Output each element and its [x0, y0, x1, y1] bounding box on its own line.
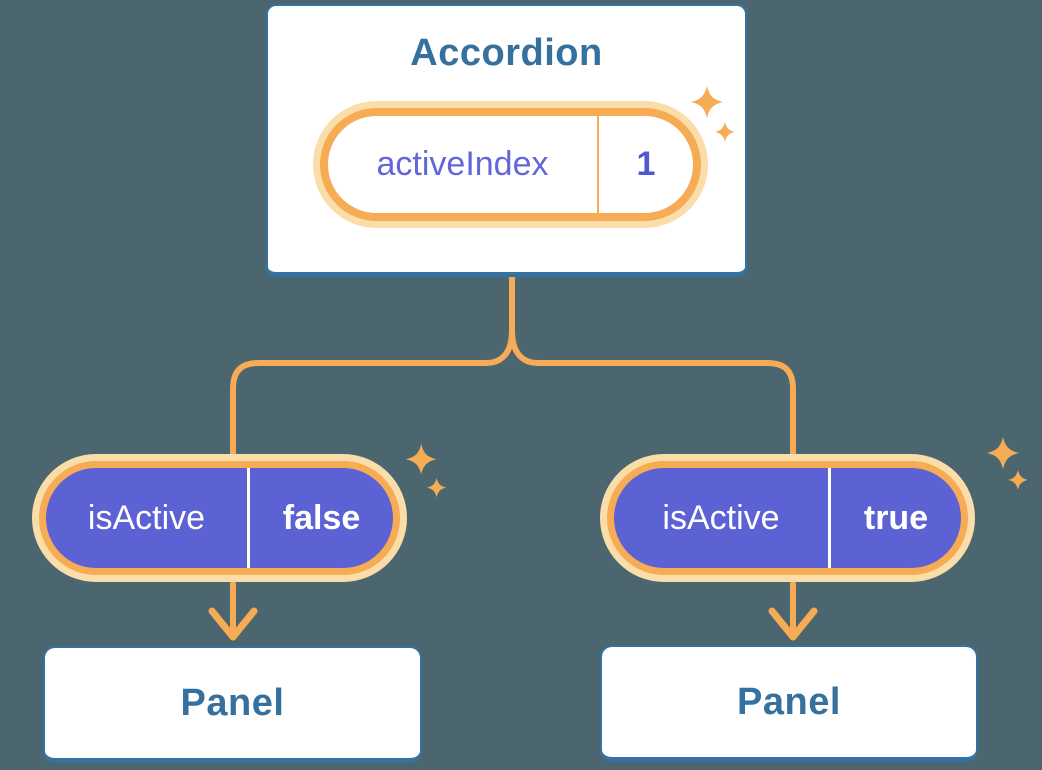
prop-value: true — [863, 498, 929, 537]
prop-pill-ring: isActive true — [607, 461, 968, 575]
arrow-down-icon — [768, 607, 818, 641]
prop-name-label: isActive — [87, 498, 206, 537]
state-value: 1 — [636, 145, 656, 183]
pill-divider — [597, 116, 599, 213]
panel-component-card-right: Panel — [600, 645, 978, 762]
sparkle-icon — [1008, 470, 1028, 490]
prop-pill-ring: isActive false — [39, 461, 400, 575]
panel-component-card-left: Panel — [43, 646, 422, 763]
state-pill: activeIndex 1 — [313, 101, 708, 228]
prop-pill-left: isActive false — [32, 454, 407, 582]
pill-divider — [247, 468, 250, 568]
component-title: Panel — [180, 681, 285, 724]
prop-pill-right: isActive true — [600, 454, 975, 582]
state-name-label: activeIndex — [376, 145, 549, 183]
state-pill-ring: activeIndex 1 — [320, 108, 701, 221]
branch-right-line — [509, 274, 796, 461]
prop-name-label: isActive — [662, 498, 780, 537]
component-title: Panel — [737, 680, 841, 723]
sparkle-icon — [406, 444, 437, 475]
prop-value: false — [282, 498, 361, 537]
component-title: Accordion — [410, 32, 603, 74]
branch-left-line — [230, 274, 515, 461]
arrow-down-icon — [208, 607, 258, 641]
sparkle-icon — [427, 478, 447, 498]
sparkle-icon — [987, 437, 1019, 469]
pill-divider — [828, 468, 831, 568]
